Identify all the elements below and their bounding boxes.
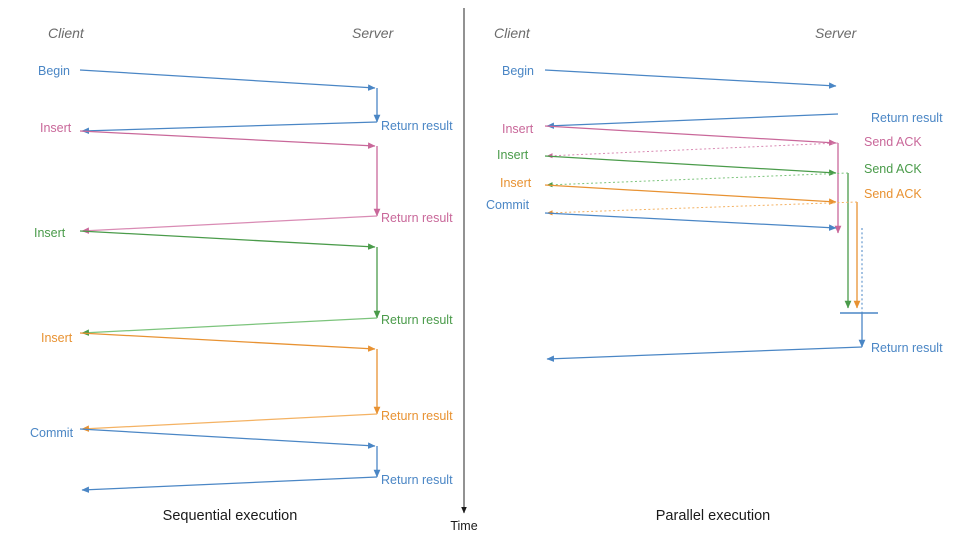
- msg-label-insert1: Insert: [502, 122, 534, 136]
- msg-response-begin-return: [81, 121, 378, 135]
- lane-header-server-parallel: Server: [815, 25, 858, 41]
- panel-caption-parallel: Parallel execution: [656, 508, 770, 524]
- msg-label-commit-return: Return result: [381, 473, 453, 487]
- msg-label-insert2: Insert: [34, 226, 66, 240]
- msg-label-commit: Commit: [486, 198, 530, 212]
- msg-request-insert2: [79, 230, 376, 250]
- diagram-shapes: [79, 8, 878, 514]
- msg-request-insert1: [544, 125, 837, 146]
- msg-label-commit: Commit: [30, 426, 74, 440]
- msg-request-insert1: [79, 130, 376, 149]
- msg-label-begin-return: Return result: [871, 111, 943, 125]
- msg-label-insert3-return: Return result: [381, 409, 453, 423]
- msg-response-commit-return: [81, 476, 378, 493]
- msg-label-insert2-return: Return result: [381, 313, 453, 327]
- msg-label-insert1-return: Return result: [381, 211, 453, 225]
- msg-request-insert2: [544, 155, 837, 176]
- msg-label-insert3: Insert: [41, 331, 73, 345]
- msg-request-commit: [79, 428, 376, 449]
- time-axis-label: Time: [450, 519, 477, 533]
- msg-ack-ack1: [546, 142, 839, 159]
- msg-ack-ack3: [546, 201, 858, 216]
- msg-response-begin-return: [546, 113, 839, 129]
- msg-response-commit-return: [546, 346, 863, 362]
- msg-label-commit-return: Return result: [871, 341, 943, 355]
- lane-header-client-parallel: Client: [494, 25, 531, 41]
- msg-request-begin: [544, 69, 837, 89]
- msg-request-begin: [79, 69, 376, 91]
- lane-header-server-sequential: Server: [352, 25, 395, 41]
- msg-ack-ack2: [546, 172, 849, 188]
- msg-response-insert3-return: [81, 413, 378, 432]
- msg-label-begin-return: Return result: [381, 119, 453, 133]
- msg-request-commit: [544, 212, 837, 231]
- panel-caption-sequential: Sequential execution: [163, 508, 298, 524]
- msg-response-insert1-return: [81, 215, 378, 234]
- msg-request-insert3: [544, 184, 837, 205]
- msg-label-begin: Begin: [38, 64, 70, 78]
- msg-label-insert1: Insert: [40, 121, 72, 135]
- msg-label-ack3: Send ACK: [864, 187, 922, 201]
- msg-label-begin: Begin: [502, 64, 534, 78]
- msg-response-insert2-return: [81, 317, 378, 336]
- msg-label-insert3: Insert: [500, 176, 532, 190]
- msg-label-ack1: Send ACK: [864, 135, 922, 149]
- msg-label-insert2: Insert: [497, 148, 529, 162]
- lane-header-client-sequential: Client: [48, 25, 85, 41]
- msg-label-ack2: Send ACK: [864, 162, 922, 176]
- msg-request-insert3: [79, 332, 376, 352]
